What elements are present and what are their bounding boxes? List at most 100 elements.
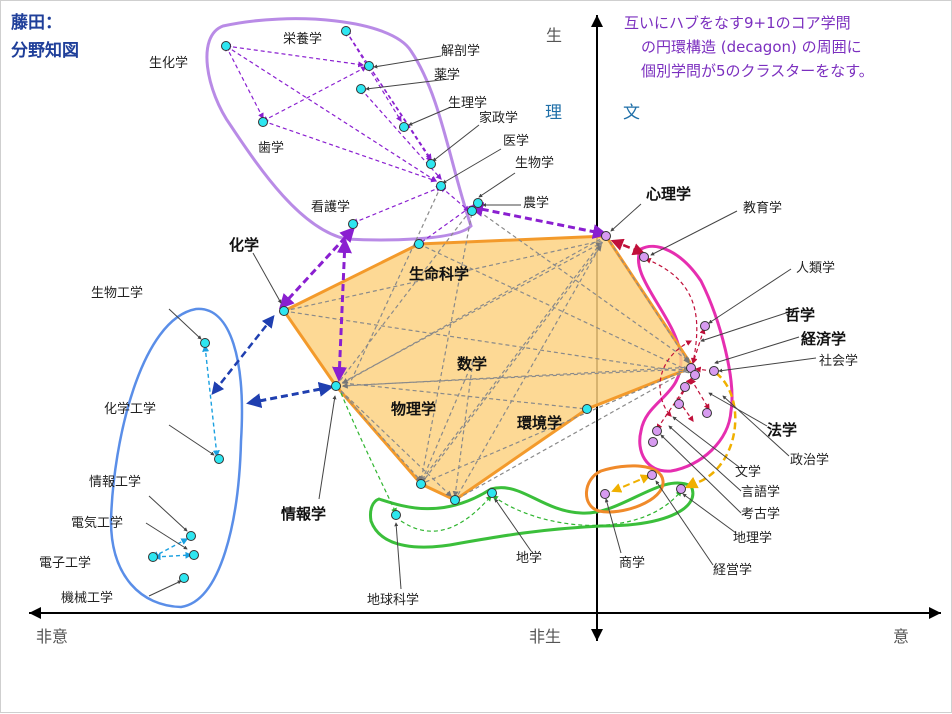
leader-lines	[145, 55, 817, 597]
node-environmental	[582, 404, 592, 414]
axis-label-nonmeaning: 非意	[36, 627, 68, 646]
label-earth-studies: 地学	[516, 550, 542, 566]
label-chemistry: 化学	[229, 236, 259, 254]
label-nursing: 看護学	[311, 199, 350, 215]
label-linguistics: 言語学	[741, 484, 780, 500]
label-law: 法学	[767, 421, 797, 439]
label-information-engineering: 情報工学	[89, 474, 141, 490]
node-electronic-engineering	[148, 552, 158, 562]
engineering-cluster-links	[151, 344, 220, 561]
node-business	[647, 470, 657, 480]
label-science: 理	[545, 103, 562, 123]
label-home-economics: 家政学	[479, 110, 518, 126]
label-mechanical-engineering: 機械工学	[61, 590, 113, 606]
label-chemical-engineering: 化学工学	[104, 401, 156, 417]
label-informatics: 情報学	[281, 505, 326, 523]
node-life-science	[414, 239, 424, 249]
label-electrical-engineering: 電気工学	[71, 515, 123, 531]
node-information-engineering	[186, 531, 196, 541]
node-education	[639, 252, 649, 262]
node-economics	[690, 370, 700, 380]
label-psychology: 心理学	[646, 185, 691, 203]
label-business-administration: 経営学	[713, 562, 752, 578]
label-agriculture: 農学	[523, 195, 549, 211]
earth-cluster-links	[340, 392, 682, 532]
label-literature: 文学	[735, 464, 761, 480]
label-physiology: 生理学	[448, 95, 487, 111]
label-biology: 生物学	[515, 155, 554, 171]
label-humanities: 文	[623, 103, 640, 123]
label-pharmacy: 薬学	[434, 67, 460, 83]
node-nursing	[348, 219, 358, 229]
bio-cluster-links	[224, 29, 477, 245]
node-earth-science	[391, 510, 401, 520]
label-environmental-studies: 環境学	[517, 414, 562, 432]
label-mathematics: 数学	[457, 355, 487, 373]
label-political-science: 政治学	[790, 452, 829, 468]
node-biology	[473, 198, 483, 208]
node-nutrition	[341, 26, 351, 36]
node-earth-studies	[487, 488, 497, 498]
map-title-line1: 藤田：	[11, 13, 62, 33]
label-nutrition: 栄養学	[283, 31, 322, 47]
node-sociology	[709, 366, 719, 376]
node-dentistry	[258, 117, 268, 127]
inter-cluster-links	[211, 202, 737, 493]
label-philosophy: 哲学	[785, 306, 815, 324]
labels: 藤田： 分野知図 互いにハブをなす9+1のコア学問 の円環構造 (decagon…	[11, 13, 909, 646]
discipline-nodes	[148, 26, 719, 583]
label-geography: 地理学	[733, 530, 772, 546]
note-line2: の円環構造 (decagon) の周囲に	[641, 38, 862, 56]
label-biochemistry: 生化学	[149, 55, 188, 71]
axis-label-nonlife: 非生	[529, 627, 561, 646]
node-linguistics	[648, 437, 658, 447]
label-physics: 物理学	[391, 400, 436, 418]
node-physiology	[399, 122, 409, 132]
label-anatomy: 解剖学	[441, 43, 480, 59]
node-mathematics	[450, 495, 460, 505]
label-education: 教育学	[743, 200, 782, 216]
label-anthropology: 人類学	[796, 260, 835, 276]
node-political-science	[680, 382, 690, 392]
node-physics	[416, 479, 426, 489]
label-commerce: 商学	[619, 555, 645, 571]
node-law	[674, 399, 684, 409]
node-agriculture	[467, 206, 477, 216]
core-decagon	[281, 234, 696, 502]
label-dentistry: 歯学	[258, 140, 284, 156]
note-line3: 個別学問が5のクラスターをなす。	[641, 62, 874, 80]
label-bioengineering: 生物工学	[91, 285, 143, 301]
node-biochemistry	[221, 41, 231, 51]
node-geography	[676, 484, 686, 494]
node-anthropology	[700, 321, 710, 331]
note-line1: 互いにハブをなす9+1のコア学問	[624, 14, 851, 32]
label-archaeology: 考古学	[741, 506, 780, 522]
node-chemical-engineering	[214, 454, 224, 464]
node-informatics	[331, 381, 341, 391]
axis-label-meaning: 意	[893, 627, 909, 646]
horizontal-axis-right-arrow	[929, 607, 941, 619]
label-sociology: 社会学	[819, 353, 858, 369]
label-electronic-engineering: 電子工学	[39, 555, 91, 571]
vertical-axis-top-arrow	[591, 15, 603, 27]
node-commerce	[600, 489, 610, 499]
node-bioengineering	[200, 338, 210, 348]
horizontal-axis-left-arrow	[29, 607, 41, 619]
node-medicine	[436, 181, 446, 191]
node-anatomy	[356, 84, 366, 94]
label-medicine: 医学	[503, 133, 529, 149]
vertical-axis-bottom-arrow	[591, 629, 603, 641]
node-mechanical-engineering	[179, 573, 189, 583]
node-psychology	[601, 231, 611, 241]
label-economics: 経済学	[801, 330, 846, 348]
node-home-economics	[426, 159, 436, 169]
map-title-line2: 分野知図	[11, 40, 79, 61]
node-literature	[652, 426, 662, 436]
node-chemistry	[279, 306, 289, 316]
label-life-science: 生命科学	[409, 265, 469, 283]
node-archaeology	[702, 408, 712, 418]
axis-label-life: 生	[546, 26, 562, 45]
node-pharmacy	[364, 61, 374, 71]
